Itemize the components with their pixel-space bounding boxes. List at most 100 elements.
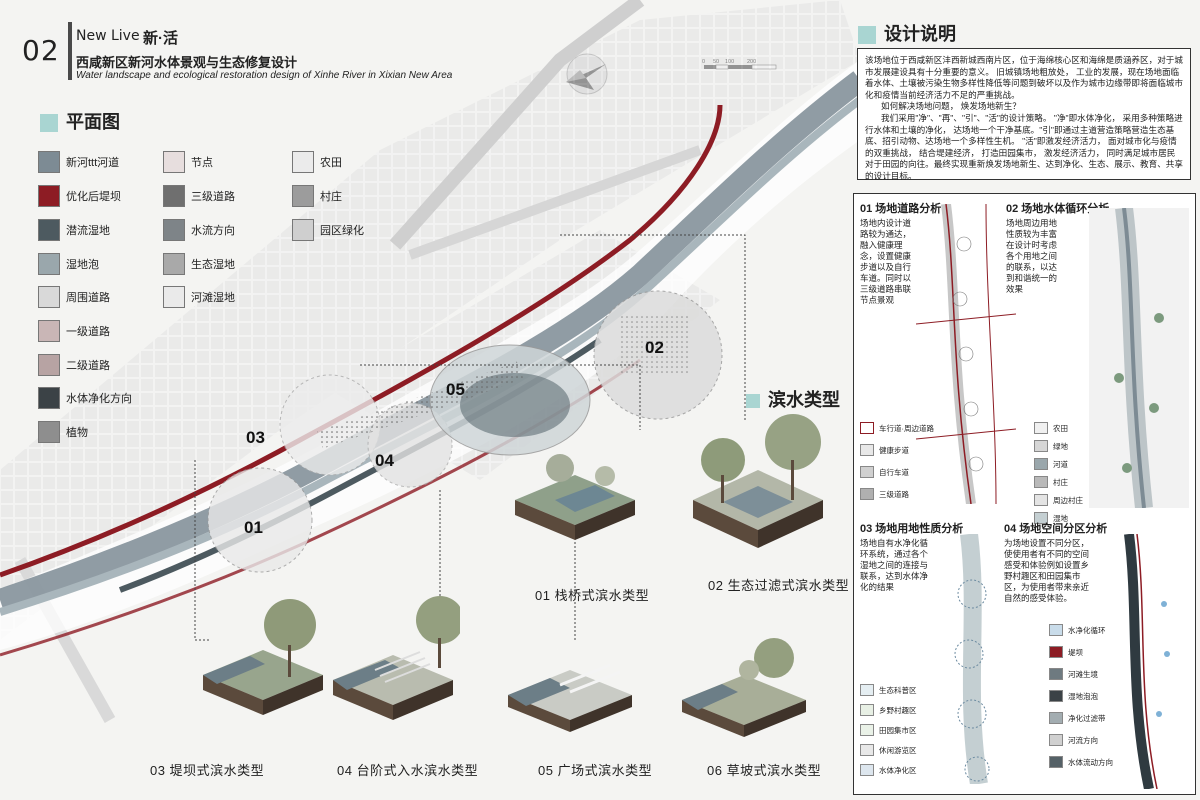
- legend-swatch: [163, 185, 185, 207]
- legend-zone-1: 生态科普区: [860, 684, 917, 696]
- village-blocks: [620, 315, 690, 375]
- waterfront-title-text: 滨水类型: [768, 390, 840, 410]
- legend-flow-7: 水体流动方向: [1049, 756, 1113, 768]
- legend-swatch: [38, 320, 60, 342]
- legend-item: 优化后堤坝: [38, 185, 121, 207]
- legend-title-text: 平面图: [66, 112, 120, 132]
- analysis-title-03: 03 场地用地性质分析: [860, 523, 964, 535]
- legend-swatch: [38, 253, 60, 275]
- legend-flow-4: 湿地泡泡: [1049, 690, 1098, 702]
- legend-item: 湿地泡: [38, 253, 99, 275]
- notes-title: 设计说明: [858, 20, 956, 46]
- analysis-text-01: 场地内设计道路较为通达，融入健康理念，设置健康步道以及自行车道。同时以三级道路串…: [860, 218, 912, 305]
- header-divider: [68, 22, 72, 80]
- legend-item: 生态湿地: [163, 253, 235, 275]
- legend-flow-5: 净化过滤带: [1049, 712, 1106, 724]
- analysis-text-04: 为场地设置不同分区，使使用者有不同的空间感受和体验例如设置乡野村趣区和田园集市区…: [1004, 538, 1090, 603]
- legend-item: 一级道路: [38, 320, 110, 342]
- node-label-03: 03: [246, 428, 265, 447]
- legend-item: 园区绿化: [292, 219, 364, 241]
- node-label-04: 04: [375, 451, 394, 470]
- legend-zone-3: 田园集市区: [860, 724, 917, 736]
- analysis-text-03: 场地自有水净化循环系统，通过各个湿地之间的连接与联系，达到水体净化的结果: [860, 538, 929, 592]
- legend-zone-5: 水体净化区: [860, 764, 917, 776]
- legend-road-4: 三级道路: [860, 488, 909, 500]
- legend-land-6: 湿地: [1034, 512, 1068, 524]
- legend-swatch: [292, 185, 314, 207]
- legend-item: 村庄: [292, 185, 342, 207]
- analysis-panel: 01 场地道路分析 场地内设计道路较为通达，融入健康理念，设置健康步道以及自行车…: [853, 193, 1196, 795]
- road-analysis-map: [916, 204, 1016, 504]
- legend-land-4: 村庄: [1034, 476, 1068, 488]
- legend-item: 植物: [38, 421, 88, 443]
- spatial-zoning-map: [1124, 534, 1170, 789]
- legend-item: 三级道路: [163, 185, 235, 207]
- legend-zone-2: 乡野村趣区: [860, 704, 917, 716]
- legend-swatch: [38, 151, 60, 173]
- legend-title: 平面图: [40, 108, 120, 134]
- legend-swatch: [292, 151, 314, 173]
- tile-01-illustration: [515, 454, 635, 540]
- project-title: 西咸新区新河水体景观与生态修复设计: [76, 55, 298, 70]
- legend-road-2: 健康步道: [860, 444, 909, 456]
- notes-title-text: 设计说明: [884, 24, 956, 44]
- legend-road-1: 车行道·周边道路: [860, 422, 934, 434]
- legend-flow-1: 水净化循环: [1049, 624, 1106, 636]
- notes-body: 该场地位于西咸新区沣西新城西南片区，位于海绵核心区和海绵是质涵养区，对于城市发展…: [857, 48, 1191, 181]
- legend-item: 河滩湿地: [163, 286, 235, 308]
- title-marker-icon: [858, 26, 876, 45]
- notes-paragraph: 该场地位于西咸新区沣西新城西南片区，位于海绵核心区和海绵是质涵养区，对于城市发展…: [865, 55, 1183, 100]
- surrounding-road: [408, 145, 702, 260]
- node-label-02: 02: [645, 338, 664, 357]
- node-area-01: [207, 467, 313, 573]
- beach-wetland: [317, 361, 524, 449]
- tile-label-01: 01 栈桥式滨水类型: [535, 588, 650, 603]
- title-marker-icon: [746, 394, 760, 409]
- legend-swatch: [163, 219, 185, 241]
- brand-cn: 新·活: [143, 30, 178, 47]
- tile-label-05: 05 广场式滨水类型: [538, 763, 653, 778]
- tile-label-02: 02 生态过滤式滨水类型: [708, 578, 850, 593]
- tile-03-illustration: [203, 599, 323, 715]
- legend-swatch: [38, 185, 60, 207]
- legend-item: 水体净化方向: [38, 387, 132, 409]
- legend-item: 新河ttt河道: [38, 151, 119, 173]
- legend-flow-3: 河滩生境: [1049, 668, 1098, 680]
- legend-item: 潜流湿地: [38, 219, 110, 241]
- tile-label-04: 04 台阶式入水滨水类型: [337, 763, 479, 778]
- land-use-map: [954, 534, 990, 784]
- legend-road-3: 自行车道: [860, 466, 909, 478]
- sheet-number: 02: [22, 34, 60, 67]
- node-label-05: 05: [446, 380, 465, 399]
- legend-item: 水流方向: [163, 219, 235, 241]
- analysis-title-01: 01 场地道路分析: [860, 203, 942, 215]
- tile-label-06: 06 草坡式滨水类型: [707, 763, 822, 778]
- title-marker-icon: [40, 114, 58, 133]
- surrounding-road: [389, 0, 645, 250]
- legend-flow-6: 河流方向: [1049, 734, 1098, 746]
- legend-swatch: [292, 219, 314, 241]
- project-title-en: Water landscape and ecological restorati…: [76, 70, 453, 81]
- analysis-text-02: 场地周边用地性质较为丰富在设计时考虑各个用地之间的联系，以达到和谐统一的效果: [1006, 218, 1058, 294]
- legend-land-5: 周边村庄: [1034, 494, 1083, 506]
- legend-item: 节点: [163, 151, 213, 173]
- legend-item: 农田: [292, 151, 342, 173]
- legend-swatch: [38, 219, 60, 241]
- legend-swatch: [38, 286, 60, 308]
- master-plan-map: [0, 0, 860, 723]
- notes-paragraph: 我们采用"净"、"再"、"引"、"活"的设计策略。 "净"即水体净化， 采用多种…: [865, 112, 1183, 181]
- legend-zone-4: 休闲游览区: [860, 744, 917, 756]
- legend-swatch: [163, 151, 185, 173]
- tile-04-illustration: [333, 596, 460, 720]
- tile-05-illustration: [508, 663, 632, 732]
- water-cycle-map: [1089, 208, 1189, 508]
- legend-land-1: 农田: [1034, 422, 1068, 434]
- notes-paragraph: 如何解决场地问题， 焕发场地新生？: [881, 101, 1021, 112]
- legend-swatch: [38, 387, 60, 409]
- legend-swatch: [163, 286, 185, 308]
- legend-swatch: [163, 253, 185, 275]
- analysis-title-02: 02 场地水体循环分析: [1006, 203, 1110, 215]
- legend-swatch: [38, 421, 60, 443]
- legend-item: 二级道路: [38, 354, 110, 376]
- node-label-01: 01: [244, 518, 263, 537]
